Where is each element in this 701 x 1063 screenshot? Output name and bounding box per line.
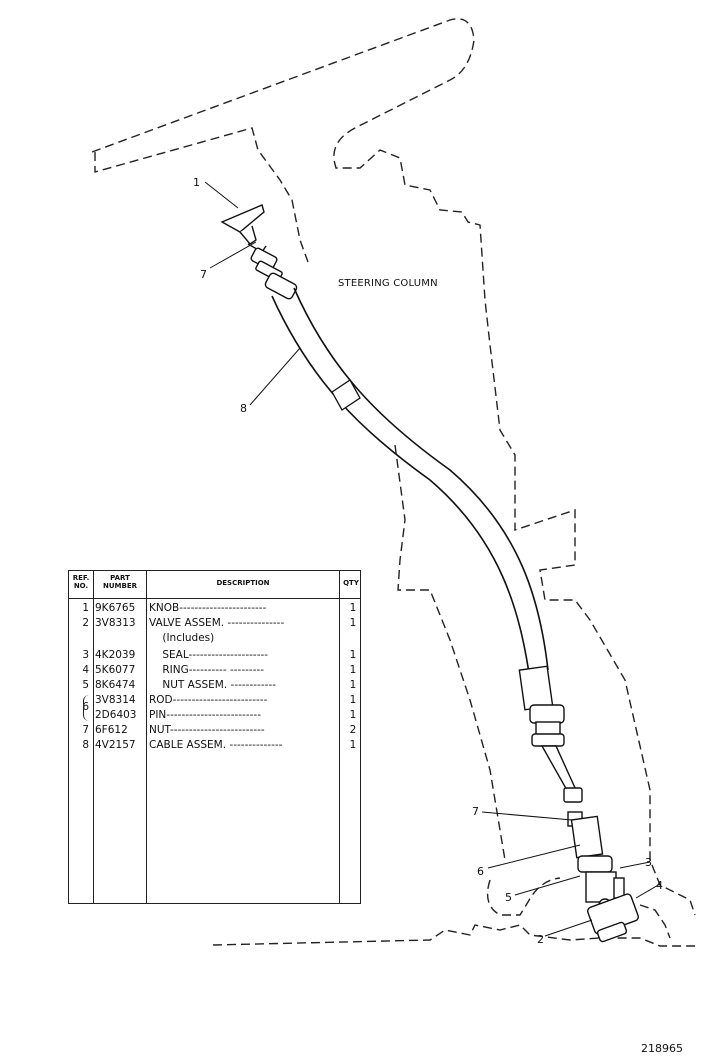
description-cell: VALVE ASSEM. --------------- — [149, 617, 285, 629]
callout-6: 6 — [477, 865, 484, 878]
part-number-cell: 8K6474 — [95, 679, 136, 691]
qty-cell: 1 — [349, 602, 357, 614]
header-qty: QTY — [343, 579, 359, 587]
ref-cell: 5 — [82, 679, 89, 691]
group-brace — [83, 695, 90, 721]
part-number-cell: 3V8313 — [95, 617, 136, 629]
table-row: 4 5K6077 RING---------- --------- 1 — [69, 663, 362, 678]
callout-1: 1 — [193, 176, 200, 189]
description-cell: ROD------------------------- — [149, 694, 268, 706]
table-row: 5 8K6474 NUT ASSEM. ------------ 1 — [69, 678, 362, 693]
description-cell: PIN------------------------- — [149, 709, 262, 721]
description-cell: NUT ASSEM. ------------ — [149, 679, 276, 691]
callout-2: 2 — [537, 933, 544, 946]
floor-line — [212, 924, 697, 947]
cable-sleeve — [331, 379, 361, 411]
table-row: 2 3V8313 VALVE ASSEM. --------------- 1 — [69, 616, 362, 631]
callout-3: 3 — [645, 856, 652, 869]
header-ref: REF. NO. — [72, 574, 90, 590]
qty-cell: 1 — [349, 617, 357, 629]
callout-7-upper: 7 — [200, 268, 207, 281]
steering-column-label: STEERING COLUMN — [338, 278, 438, 289]
qty-cell: 1 — [349, 649, 357, 661]
qty-cell: 1 — [349, 679, 357, 691]
header-desc: DESCRIPTION — [216, 579, 270, 587]
callout-4: 4 — [656, 879, 663, 892]
part-number-cell: 4K2039 — [95, 649, 136, 661]
parts-table-header: REF. NO. PART NUMBER DESCRIPTION QTY — [69, 571, 360, 599]
lower-fitting — [518, 665, 639, 943]
column-divider — [146, 571, 147, 903]
ref-cell: 3 — [82, 649, 89, 661]
description-cell: (Includes) — [149, 632, 215, 644]
knob — [220, 204, 267, 253]
part-number-cell: 6F612 — [95, 724, 128, 736]
drawing-number: 218965 — [641, 1042, 683, 1055]
part-number-cell: 2D6403 — [95, 709, 137, 721]
parts-table: REF. NO. PART NUMBER DESCRIPTION QTY 1 9… — [68, 570, 361, 904]
dash-panel-outline — [91, 18, 696, 916]
column-divider — [339, 571, 340, 903]
lower-bracket-outline — [486, 877, 561, 916]
table-row: 8 4V2157 CABLE ASSEM. -------------- 1 — [69, 738, 362, 753]
table-row: 2D6403 PIN------------------------- 1 — [69, 708, 362, 723]
description-cell: NUT------------------------- — [149, 724, 265, 736]
upper-nut — [250, 247, 298, 300]
ref-cell: 8 — [82, 739, 89, 751]
lower-right-bracket-outline — [639, 904, 671, 939]
description-cell: SEAL--------------------- — [149, 649, 269, 661]
part-number-cell: 4V2157 — [95, 739, 136, 751]
ref-cell: 4 — [82, 664, 89, 676]
qty-cell: 1 — [349, 739, 357, 751]
qty-cell: 2 — [349, 724, 357, 736]
table-row: (Includes) — [69, 631, 362, 646]
column-divider — [93, 571, 94, 903]
part-number-cell: 9K6765 — [95, 602, 136, 614]
ref-cell: 7 — [82, 724, 89, 736]
qty-cell: 1 — [349, 709, 357, 721]
callout-8: 8 — [240, 402, 247, 415]
part-number-cell: 3V8314 — [95, 694, 136, 706]
header-part: PART NUMBER — [102, 574, 137, 590]
ref-cell: 6 — [82, 701, 89, 713]
ref-cell: 2 — [82, 617, 89, 629]
description-cell: KNOB----------------------- — [149, 602, 267, 614]
table-row: 7 6F612 NUT------------------------- 2 — [69, 723, 362, 738]
leader-lines — [204, 181, 661, 937]
table-row: 3 4K2039 SEAL--------------------- 1 — [69, 648, 362, 663]
qty-cell: 1 — [349, 664, 357, 676]
steering-column-inner-outline — [394, 444, 506, 861]
cable-sheath — [271, 287, 549, 681]
callout-5: 5 — [505, 891, 512, 904]
steering-column-left-outline — [94, 127, 309, 263]
part-number-cell: 5K6077 — [95, 664, 136, 676]
qty-cell: 1 — [349, 694, 357, 706]
callout-7-lower: 7 — [472, 805, 479, 818]
ref-cell: 1 — [82, 602, 89, 614]
table-row: 6 3V8314 ROD------------------------- 1 — [69, 693, 362, 713]
description-cell: RING---------- --------- — [149, 664, 265, 676]
table-row: 1 9K6765 KNOB----------------------- 1 — [69, 601, 362, 616]
description-cell: CABLE ASSEM. -------------- — [149, 739, 283, 751]
